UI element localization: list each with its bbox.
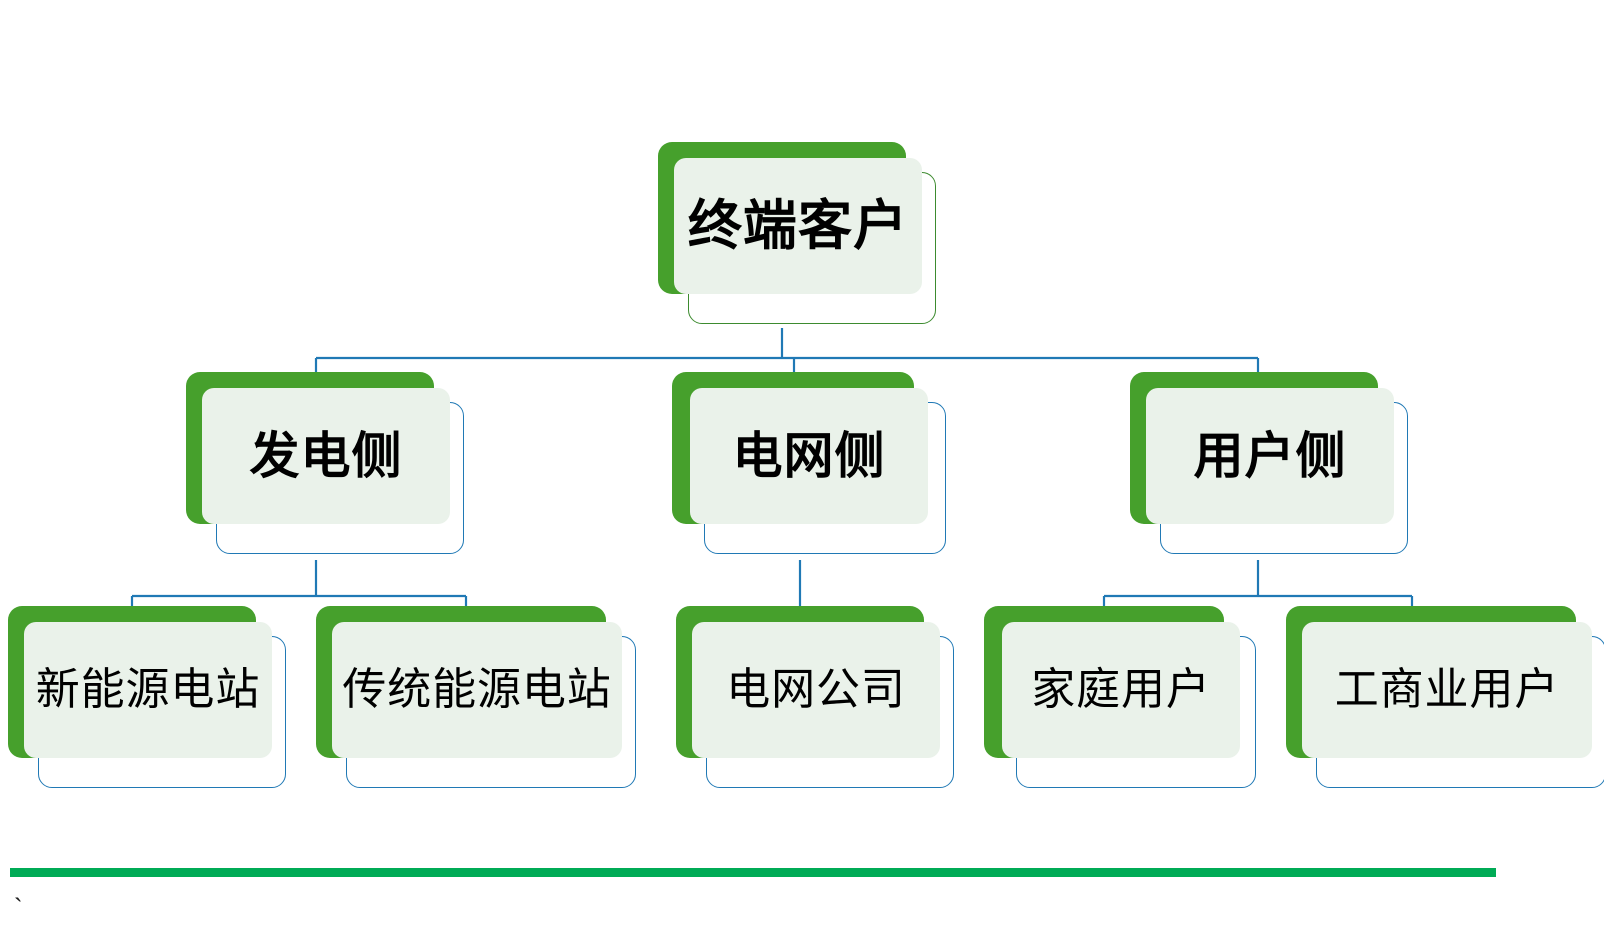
- node-body[interactable]: 用户侧: [1146, 388, 1394, 524]
- node-body[interactable]: 电网公司: [692, 622, 940, 758]
- node-label: 新能源电站: [35, 665, 261, 714]
- node-label: 家庭用户: [1031, 665, 1211, 714]
- node-label: 工商业用户: [1334, 665, 1560, 714]
- node-body[interactable]: 家庭用户: [1002, 622, 1240, 758]
- node-grid-side[interactable]: 电网侧: [672, 372, 946, 554]
- node-body[interactable]: 新能源电站: [24, 622, 272, 758]
- node-body[interactable]: 终端客户: [674, 158, 922, 294]
- node-body[interactable]: 发电侧: [202, 388, 450, 524]
- node-label: 用户侧: [1193, 428, 1347, 484]
- node-label: 终端客户: [687, 196, 909, 256]
- node-new-energy-plant[interactable]: 新能源电站: [8, 606, 286, 788]
- footer-divider: [10, 868, 1496, 877]
- node-generation-side[interactable]: 发电侧: [186, 372, 464, 554]
- node-end-customer[interactable]: 终端客户: [658, 142, 936, 324]
- node-body[interactable]: 电网侧: [690, 388, 928, 524]
- node-body[interactable]: 传统能源电站: [332, 622, 622, 758]
- stray-backtick-mark: `: [14, 893, 23, 923]
- node-grid-company[interactable]: 电网公司: [676, 606, 954, 788]
- node-body[interactable]: 工商业用户: [1302, 622, 1592, 758]
- node-household-user[interactable]: 家庭用户: [984, 606, 1256, 788]
- node-label: 电网侧: [732, 428, 886, 484]
- node-label: 传统能源电站: [342, 665, 612, 714]
- node-label: 电网公司: [726, 665, 906, 714]
- node-traditional-energy-plant[interactable]: 传统能源电站: [316, 606, 636, 788]
- node-commercial-user[interactable]: 工商业用户: [1286, 606, 1604, 788]
- node-user-side[interactable]: 用户侧: [1130, 372, 1408, 554]
- node-label: 发电侧: [249, 428, 403, 484]
